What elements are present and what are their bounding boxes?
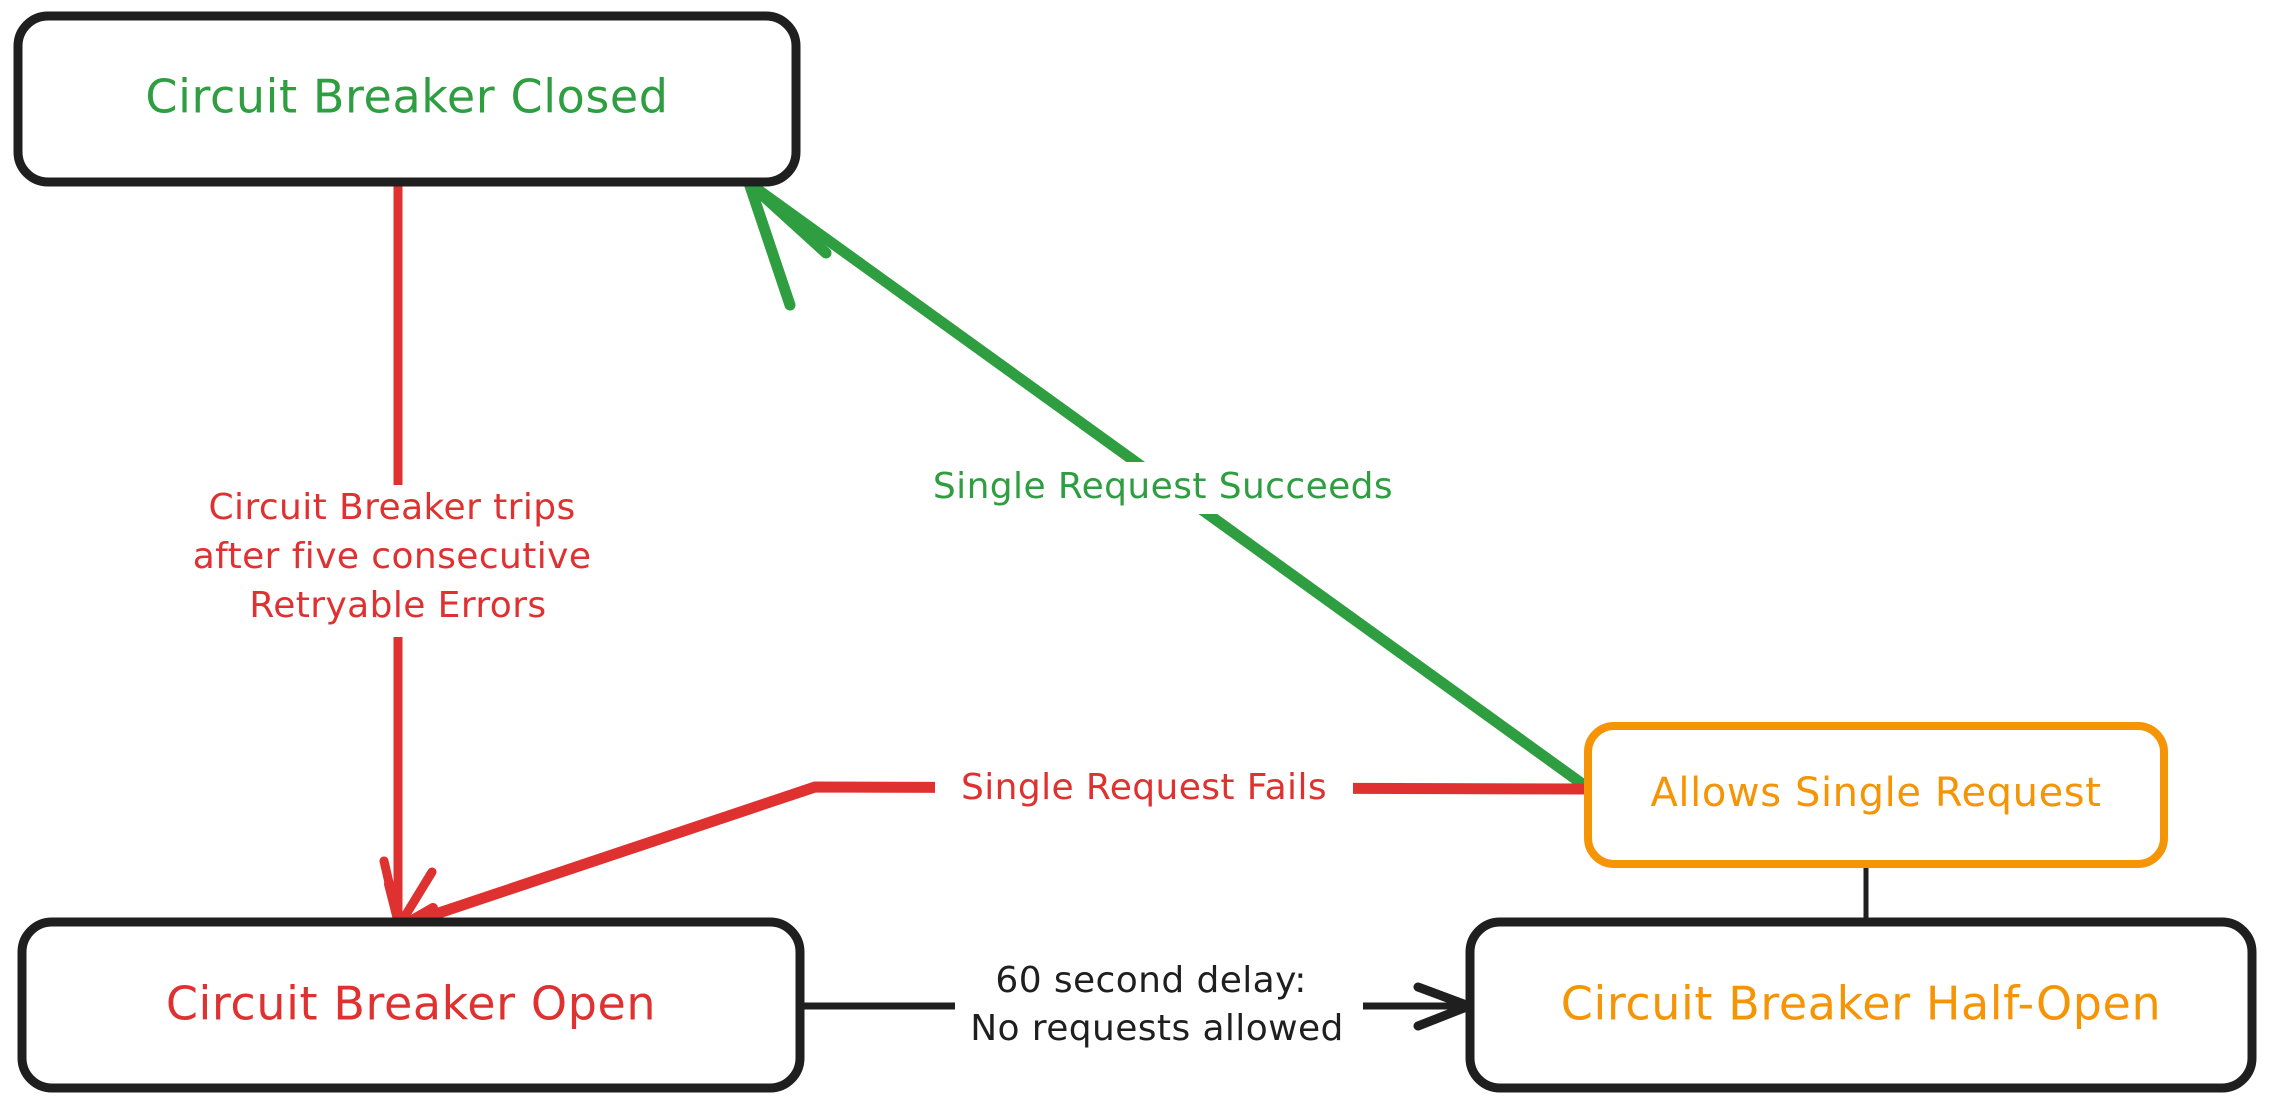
edge-label-closed-to-open: Circuit Breaker trips after five consecu… — [193, 487, 604, 626]
node-allows-single-request-box[interactable] — [1584, 722, 2168, 868]
node-allows-single-request[interactable]: Allows Single Request — [1584, 722, 2168, 868]
node-circuit-breaker-open[interactable]: Circuit Breaker Open — [17, 917, 805, 1093]
node-allows-single-request-label: Allows Single Request — [1650, 770, 2101, 816]
edge-label-allows-to-closed-bg — [908, 462, 1418, 514]
node-circuit-breaker-open-label: Circuit Breaker Open — [166, 977, 656, 1031]
edge-label-open-to-half-open: 60 second delay: No requests allowed — [970, 960, 1344, 1049]
edge-label-closed-to-open-group: Circuit Breaker trips after five consecu… — [193, 485, 604, 637]
edge-label-allows-to-closed: Single Request Succeeds — [933, 466, 1393, 507]
edge-label-allows-to-open-bg — [935, 764, 1353, 814]
edge-label-allows-to-open-group: Single Request Fails — [935, 764, 1353, 814]
edge-label-closed-to-open-bg — [230, 485, 568, 637]
edge-label-open-to-half-open-bg — [955, 942, 1363, 1070]
node-circuit-breaker-closed-label: Circuit Breaker Closed — [145, 70, 668, 124]
edge-allows-to-closed-arrowhead — [743, 177, 832, 311]
node-circuit-breaker-half-open-label: Circuit Breaker Half-Open — [1561, 977, 2161, 1031]
edge-label-line: 60 second delay: — [995, 960, 1306, 1001]
edge-label-allows-to-closed-group: Single Request Succeeds — [908, 462, 1418, 514]
edge-label-open-to-half-open-group: 60 second delay: No requests allowed — [955, 942, 1363, 1070]
node-circuit-breaker-half-open[interactable]: Circuit Breaker Half-Open — [1465, 917, 2257, 1093]
node-circuit-breaker-closed-box[interactable] — [13, 11, 801, 187]
edge-label-line: after five consecutive — [193, 536, 592, 577]
edge-label-line: Retryable Errors — [249, 585, 546, 626]
node-circuit-breaker-closed[interactable]: Circuit Breaker Closed — [13, 11, 801, 187]
node-circuit-breaker-half-open-box[interactable] — [1465, 917, 2257, 1093]
edge-label-line: Circuit Breaker trips — [209, 487, 576, 528]
edge-label-line: No requests allowed — [970, 1008, 1344, 1049]
edge-label-allows-to-open: Single Request Fails — [961, 767, 1327, 808]
node-circuit-breaker-open-box[interactable] — [17, 917, 805, 1093]
